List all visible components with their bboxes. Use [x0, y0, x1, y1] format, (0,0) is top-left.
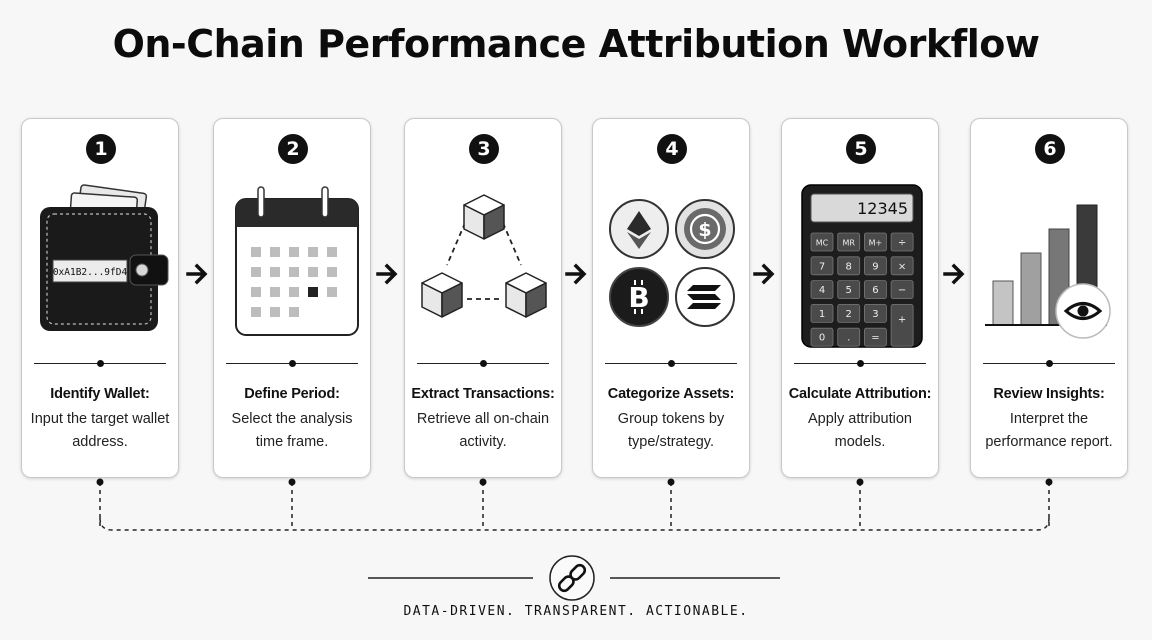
step-number-badge: 6	[1035, 134, 1065, 164]
step-card-6: 6 Review Insights: Interpret the perform…	[970, 118, 1128, 478]
step-title: Review Insights:	[993, 386, 1105, 402]
calculator-key	[890, 280, 914, 299]
calculator-key-label: 7	[819, 261, 825, 272]
step-description: Apply attribution models.	[808, 411, 912, 450]
arrow-right-icon	[376, 263, 398, 285]
bar-chart-eye-icon	[985, 204, 1111, 339]
wallet-icon: 0xA1B2...9fD4	[40, 184, 169, 331]
link-icon	[557, 563, 587, 593]
step-description: Interpret the performance report.	[985, 411, 1113, 450]
calculator-key-label: 0	[819, 333, 825, 344]
calculator-key-label: M+	[869, 239, 883, 248]
usd-coin-icon: $	[675, 199, 735, 259]
calculator-key-label: +	[898, 314, 906, 325]
calculator-key	[837, 256, 861, 276]
wallet-address: 0xA1B2...9fD4	[53, 267, 128, 278]
calculator-key	[890, 304, 914, 347]
calculator-key	[864, 232, 887, 252]
divider-dot	[480, 360, 487, 367]
step-title: Extract Transactions:	[411, 386, 555, 402]
svg-text:B: B	[628, 281, 649, 314]
step-title: Categorize Assets:	[607, 386, 735, 402]
calculator-key	[864, 327, 887, 347]
calculator-key	[810, 327, 834, 347]
divider-dot	[857, 360, 864, 367]
calculator-key	[864, 280, 887, 299]
divider-dot	[1046, 360, 1053, 367]
calculator-key	[864, 304, 887, 323]
calculator-key-label: 2	[846, 309, 852, 320]
calculator-key-label: MR	[842, 239, 855, 248]
calculator-key-label: 1	[819, 309, 825, 320]
blockchain-icon	[421, 194, 547, 318]
arrow-right-icon	[186, 263, 208, 285]
calculator-key-label: 8	[846, 261, 852, 272]
arrow-right-icon	[943, 263, 965, 285]
calculator-key-label: ×	[898, 261, 906, 272]
page-title: On-Chain Performance Attribution Workflo…	[112, 22, 1040, 66]
solana-icon	[675, 267, 735, 327]
step-card-3: 3 Extract Transactions: Retrieve all on-…	[404, 118, 562, 478]
step-description: Select the analysis time frame.	[231, 411, 353, 450]
crypto-tokens-icon: $ B	[609, 199, 735, 327]
divider-dot	[289, 360, 296, 367]
calculator-key-label: =	[871, 333, 879, 344]
calculator-key-label: 6	[872, 285, 878, 296]
calculator-key-label: 4	[819, 285, 825, 296]
divider-dot	[668, 360, 675, 367]
step-title: Define Period:	[244, 386, 340, 402]
calculator-display: 12345	[857, 199, 908, 218]
calculator-key-label: 3	[872, 309, 878, 320]
step-title: Calculate Attribution:	[788, 386, 932, 402]
step-number-badge: 4	[657, 134, 687, 164]
footer-tagline: DATA-DRIVEN. TRANSPARENT. ACTIONABLE.	[403, 604, 749, 619]
arrow-right-icon	[753, 263, 775, 285]
step-card-1: 1 0xA1B2...9fD4 Identify Wallet: Input t…	[21, 118, 179, 478]
calculator-key	[810, 304, 834, 323]
step-description: Group tokens by type/strategy.	[617, 411, 725, 450]
calculator-icon: 12345 MC MR M+ ÷ 7 8 9 × 4 5 6 − 1 2 3 +0. =	[801, 184, 923, 348]
calculator-key-label: −	[898, 285, 906, 296]
step-number-badge: 3	[469, 134, 499, 164]
calculator-key	[810, 256, 834, 276]
divider-dot	[97, 360, 104, 367]
step-number-badge: 2	[278, 134, 308, 164]
calculator-key	[864, 256, 887, 276]
calculator-key	[837, 327, 861, 347]
step-number-badge: 1	[86, 134, 116, 164]
svg-text:$: $	[698, 219, 711, 241]
calculator-keypad: MC MR M+ ÷ 7 8 9 × 4 5 6 − 1 2 3 +0. =	[810, 232, 914, 347]
step-description: Retrieve all on-chain activity.	[416, 411, 550, 450]
calculator-key	[837, 304, 861, 323]
step-card-2: 2 Define Period: Select the analysis tim…	[213, 118, 371, 478]
calculator-key	[890, 256, 914, 276]
calculator-key	[837, 232, 861, 252]
calculator-key-label: .	[847, 333, 850, 344]
step-card-4: 4 $ B Categorize Assets: Group tokens by…	[592, 118, 750, 478]
calculator-key	[890, 232, 914, 252]
calendar-icon	[235, 186, 359, 336]
calculator-key	[810, 232, 834, 252]
calculator-key	[810, 280, 834, 299]
bitcoin-icon: B	[609, 267, 669, 327]
step-card-5: 5 12345 MC MR M+ ÷ 7 8 9 × 4 5 6 − 1 2 3 +0. = Calculate…	[781, 118, 939, 478]
calculator-key-label: 5	[846, 285, 852, 296]
step-description: Input the target wallet address.	[30, 411, 170, 450]
arrow-right-icon	[565, 263, 587, 285]
calculator-key	[837, 280, 861, 299]
step-title: Identify Wallet:	[50, 386, 150, 402]
calculator-key-label: 9	[872, 261, 878, 272]
dashed-connector-lines	[96, 478, 1053, 531]
calculator-key-label: ÷	[898, 238, 906, 249]
footer-link-emblem	[368, 555, 780, 601]
ethereum-icon	[609, 199, 669, 259]
calculator-key-label: MC	[816, 239, 829, 248]
step-number-badge: 5	[846, 134, 876, 164]
